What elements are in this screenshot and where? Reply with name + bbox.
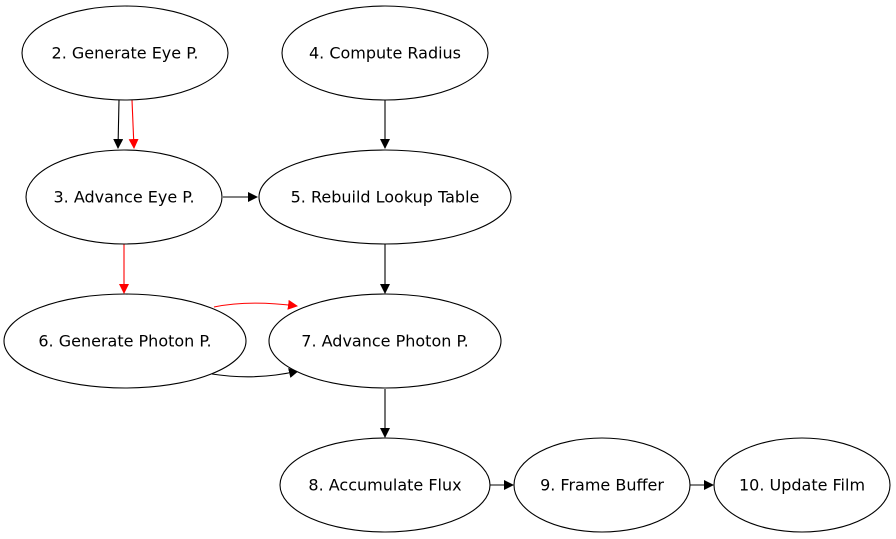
node-generate-eye[interactable]: 2. Generate Eye P. — [21, 5, 229, 101]
node-advance-eye[interactable]: 3. Advance Eye P. — [25, 149, 223, 245]
node-label: 9. Frame Buffer — [540, 476, 664, 495]
node-rebuild-lookup-table[interactable]: 5. Rebuild Lookup Table — [258, 149, 512, 245]
edge-6-to-7-red — [213, 299, 298, 310]
edge-6-to-7-black — [211, 368, 299, 378]
node-accumulate-flux[interactable]: 8. Accumulate Flux — [279, 437, 491, 533]
node-label: 4. Compute Radius — [309, 44, 461, 63]
node-compute-radius[interactable]: 4. Compute Radius — [281, 5, 489, 101]
node-label: 10. Update Film — [739, 476, 865, 495]
node-label: 5. Rebuild Lookup Table — [291, 188, 480, 207]
node-advance-photon[interactable]: 7. Advance Photon P. — [268, 293, 502, 389]
edge-2-to-3-black — [113, 99, 124, 149]
node-update-film[interactable]: 10. Update Film — [713, 437, 891, 533]
node-label: 2. Generate Eye P. — [52, 44, 199, 63]
node-label: 8. Accumulate Flux — [308, 476, 461, 495]
node-label: 6. Generate Photon P. — [38, 332, 211, 351]
node-generate-photon[interactable]: 6. Generate Photon P. — [3, 293, 247, 389]
node-frame-buffer[interactable]: 9. Frame Buffer — [513, 437, 691, 533]
node-label: 3. Advance Eye P. — [53, 188, 194, 207]
node-label: 7. Advance Photon P. — [301, 332, 468, 351]
edge-2-to-3-red — [128, 99, 139, 149]
